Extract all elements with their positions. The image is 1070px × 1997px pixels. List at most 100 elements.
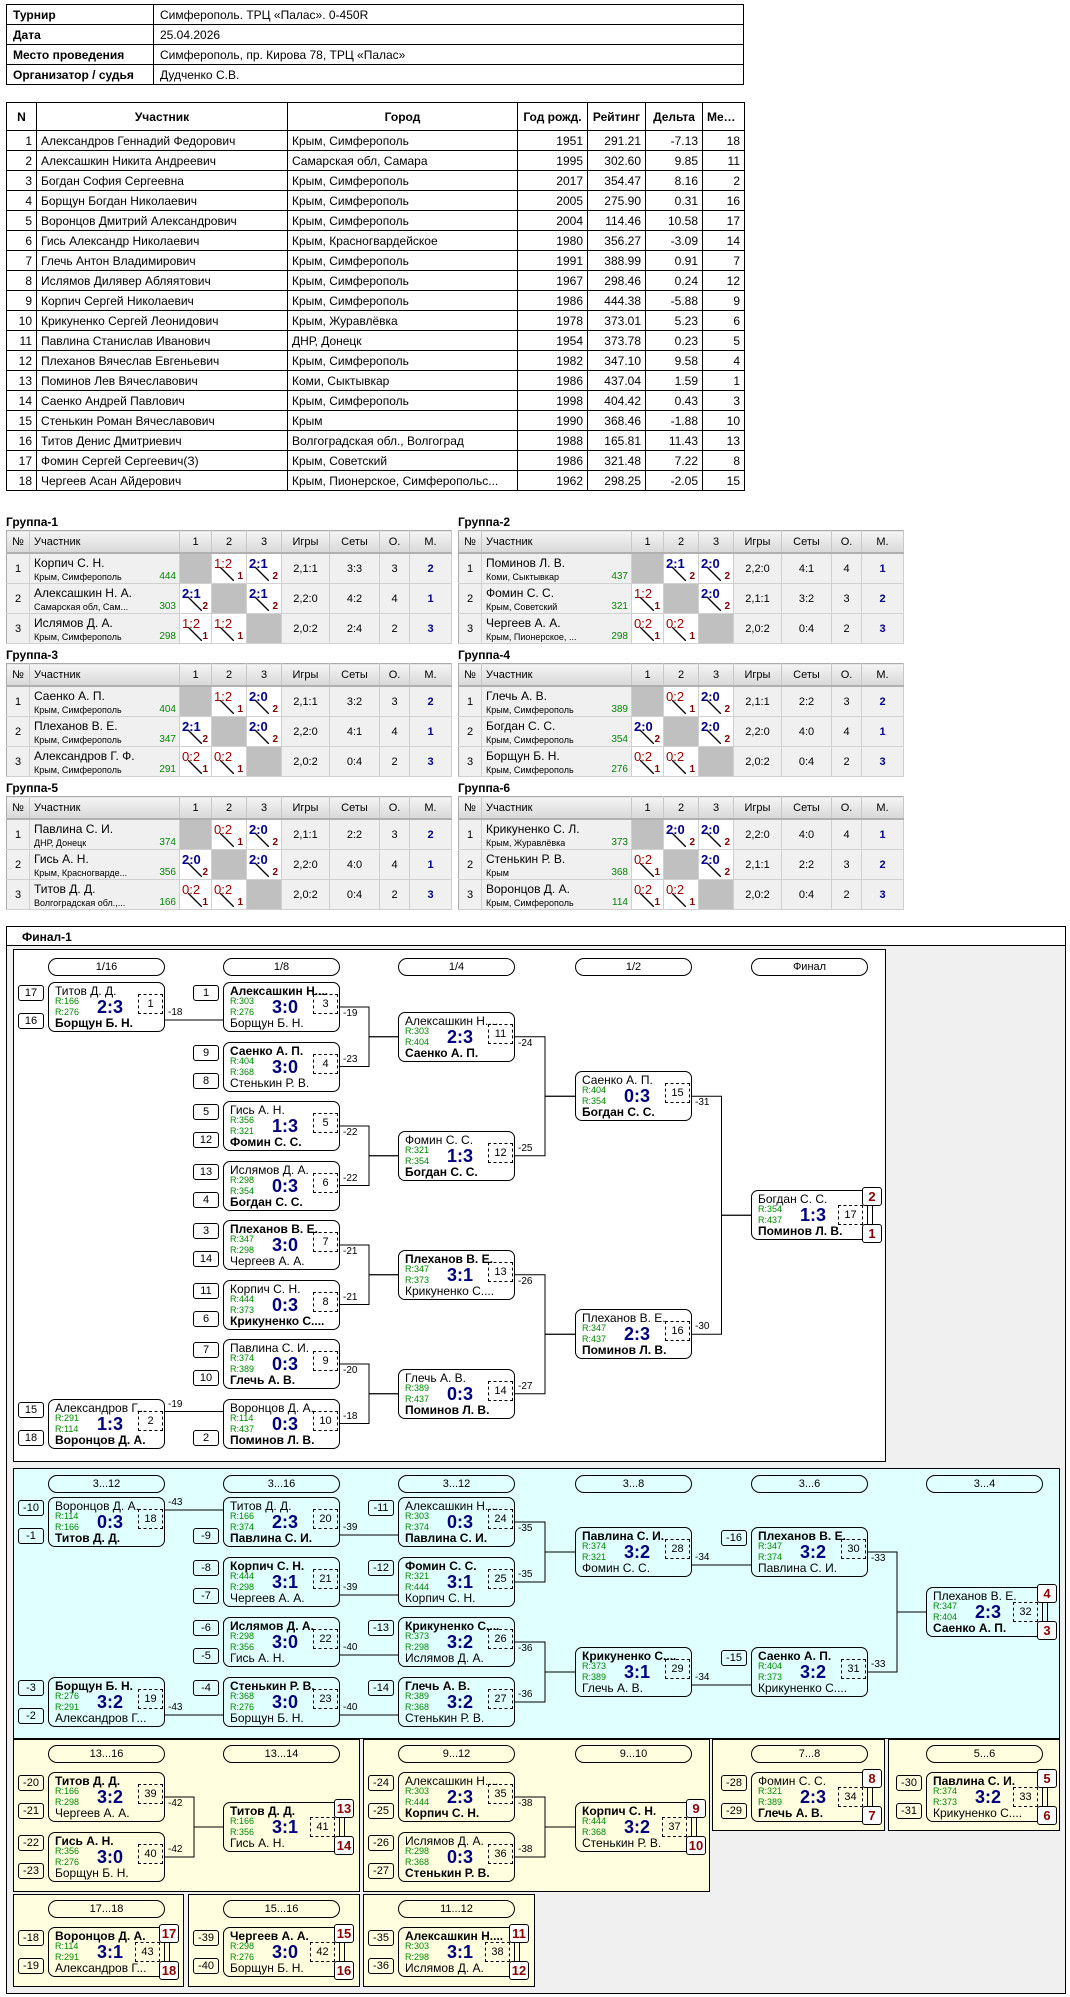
- place-cell: 3: [861, 613, 904, 644]
- place-cell: 5: [702, 330, 745, 351]
- participant-name: Титов Д. Д.: [34, 882, 96, 896]
- seed-box: -16: [721, 1530, 747, 1546]
- result-points: 2: [724, 601, 730, 612]
- place-cell: 2: [861, 686, 904, 717]
- player-2-name: Стенькин Р. В.: [230, 1075, 310, 1090]
- round-header: 11...12: [398, 1900, 515, 1918]
- sets-cell: 0:4: [781, 746, 832, 777]
- column-header: Год рожд.: [517, 102, 588, 131]
- participant-rating: 298: [611, 631, 628, 642]
- result-points: 2: [724, 837, 730, 848]
- player-1-rating: R:321: [405, 1144, 430, 1155]
- player-2-rating: R:444: [405, 1582, 430, 1592]
- place-cell: 1: [409, 716, 452, 747]
- player-1-name: Павлина С. И.: [933, 1774, 1016, 1788]
- loser-destination: -35: [518, 1569, 533, 1580]
- info-label: Дата: [6, 24, 154, 45]
- loser-destination: -36: [518, 1643, 533, 1654]
- place-cell: 7: [702, 250, 745, 271]
- player-2-name: Чергеев А. А.: [230, 1254, 305, 1268]
- delta-cell: 9.58: [645, 350, 703, 371]
- place-badge: 13: [334, 1799, 354, 1818]
- player-1-name: Саенко А. П.: [758, 1649, 832, 1663]
- loser-destination: -35: [518, 1523, 533, 1534]
- result-points: 2: [724, 704, 730, 715]
- place-cell: 4: [702, 350, 745, 371]
- loser-destination: -43: [168, 1497, 183, 1508]
- loser-destination: -24: [518, 1037, 533, 1049]
- diagonal-line: [220, 833, 234, 847]
- match-number: 20: [313, 1509, 338, 1529]
- player-2-name: Борщун Б. Н.: [230, 1961, 304, 1975]
- sets-cell: 2:2: [781, 686, 832, 717]
- place-cell: 14: [702, 230, 745, 251]
- rating-cell: 404.42: [587, 390, 646, 411]
- result-points: 1: [237, 837, 243, 848]
- match-number: 38: [485, 1942, 510, 1962]
- place-badge: 6: [1037, 1806, 1057, 1825]
- info-value: Симферополь, пр. Кирова 78, ТРЦ «Палас»: [153, 44, 744, 65]
- result-points: 1: [654, 764, 660, 775]
- column-header: Сеты: [781, 663, 832, 687]
- birth-year-cell: 2004: [517, 210, 588, 231]
- column-header: Сеты: [329, 530, 380, 554]
- participant-rating: 166: [159, 897, 176, 908]
- rating-cell: 368.46: [587, 410, 646, 431]
- row-number: 2: [458, 583, 482, 614]
- result-points: 1: [202, 764, 208, 775]
- participant-city: Крым, Симферополь: [34, 572, 122, 582]
- player-1-name: Павлина С. И.: [582, 1529, 665, 1543]
- player-1-rating: R:444: [582, 1816, 607, 1826]
- participant-rating: 298: [159, 631, 176, 642]
- player-2-name: Глечь А. В.: [582, 1681, 643, 1695]
- player-1-name: Воронцов Д. А.: [55, 1499, 139, 1513]
- place-badge: 2: [862, 1187, 882, 1207]
- participant-rating: 356: [159, 867, 176, 878]
- player-2-rating: R:389: [230, 1364, 255, 1374]
- match-score: 0:3: [446, 1512, 473, 1532]
- column-header: 3: [246, 530, 282, 554]
- sets-cell: 2:4: [329, 613, 380, 644]
- city-cell: Крым, Симферополь: [287, 290, 518, 311]
- player-2-name: Фомин С. С.: [230, 1135, 302, 1149]
- player-1-name: Фомин С. С.: [405, 1132, 474, 1147]
- player-1-name: Титов Д. Д.: [55, 984, 117, 998]
- player-2-name: Корпич С. Н.: [405, 1591, 476, 1605]
- loser-destination: -21: [343, 1246, 358, 1257]
- number-cell: 2: [6, 150, 37, 171]
- self-cell: [663, 849, 699, 880]
- sets-cell: 4:0: [781, 819, 832, 850]
- birth-year-cell: 1954: [517, 330, 588, 351]
- player-2-rating: R:373: [933, 1797, 958, 1807]
- row-number: 3: [6, 879, 30, 910]
- self-cell: [246, 613, 282, 644]
- column-header: 2: [211, 663, 247, 687]
- place-cell: 15: [702, 470, 745, 491]
- result-points: 1: [654, 867, 660, 878]
- seed-box: -3: [18, 1680, 44, 1696]
- match-score: 2:3: [271, 1512, 298, 1532]
- number-cell: 16: [6, 430, 37, 451]
- seed-box: -9: [193, 1528, 219, 1544]
- player-2-rating: R:437: [582, 1334, 607, 1345]
- result-points: 1: [202, 897, 208, 908]
- city-cell: Крым, Симферополь: [287, 250, 518, 271]
- rating-cell: 356.27: [587, 230, 646, 251]
- seed-box: -2: [18, 1708, 44, 1724]
- match-score: 2:3: [974, 1602, 1001, 1622]
- player-2-name: Поминов Л. В.: [758, 1224, 843, 1239]
- player-1-name: Александров Г...: [55, 1400, 147, 1415]
- seed-box: 5: [193, 1104, 219, 1120]
- round-header: 7...8: [751, 1745, 868, 1763]
- city-cell: Крым, Симферополь: [287, 130, 518, 151]
